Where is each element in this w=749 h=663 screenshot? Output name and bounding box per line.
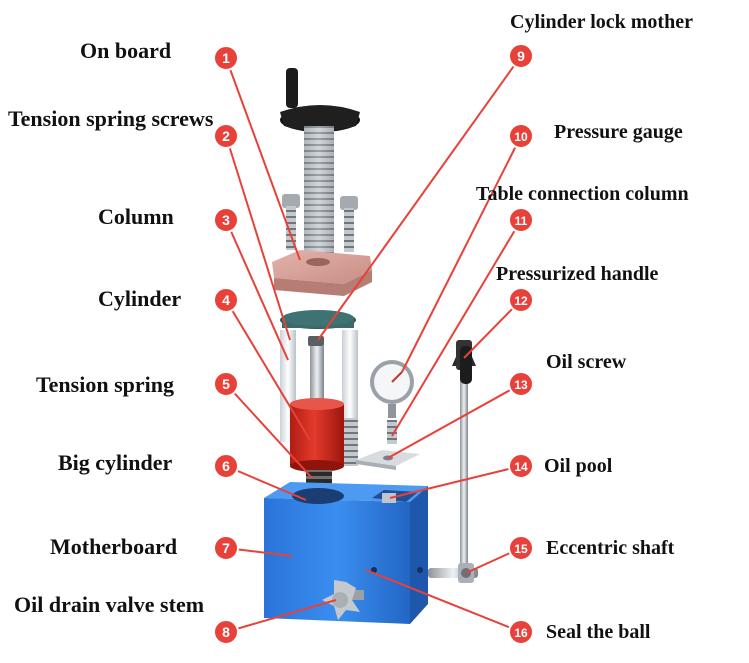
svg-text:12: 12 [514, 294, 528, 308]
svg-text:16: 16 [514, 626, 528, 640]
leader-11 [391, 219, 522, 437]
label-cylinder-lock-mother: Cylinder lock mother [510, 11, 693, 33]
svg-text:2: 2 [222, 128, 230, 144]
svg-text:13: 13 [514, 378, 528, 392]
label-seal-the-ball: Seal the ball [546, 621, 651, 643]
label-eccentric-shaft: Eccentric shaft [546, 537, 675, 559]
leader-1 [225, 57, 301, 261]
svg-text:14: 14 [514, 460, 528, 474]
label-on-board: On board [80, 38, 172, 63]
label-tension-spring: Tension spring [36, 372, 174, 397]
leader-16 [365, 569, 522, 633]
badge-16: 16 [508, 619, 534, 645]
svg-text:1: 1 [222, 50, 230, 66]
cylinder-part [290, 398, 344, 472]
leader-10 [401, 135, 522, 373]
badge-1: 1 [213, 45, 239, 71]
label-pressurized-handle: Pressurized handle [496, 263, 659, 285]
eccentric-shaft-part [428, 563, 478, 583]
svg-text:15: 15 [514, 542, 528, 556]
label-column: Column [98, 204, 174, 229]
table-connection-column-part [387, 420, 397, 444]
leader-6 [225, 465, 307, 501]
leader-12 [463, 299, 522, 359]
badge-13: 13 [508, 371, 534, 397]
badge-7: 7 [213, 535, 239, 561]
top-handwheel-part [280, 68, 360, 256]
leader-5 [225, 383, 313, 479]
label-cylinder: Cylinder [98, 286, 182, 311]
badge-2: 2 [213, 123, 239, 149]
svg-text:3: 3 [222, 212, 230, 228]
leader-3 [225, 219, 289, 361]
label-motherboard: Motherboard [50, 534, 178, 559]
tension-spring-screws-part [282, 194, 358, 252]
leader-9 [317, 55, 522, 341]
leader-13 [387, 383, 522, 459]
motherboard-part [264, 482, 428, 624]
badge-11: 11 [508, 207, 534, 233]
svg-text:4: 4 [222, 292, 230, 308]
leader-14 [389, 465, 522, 499]
label-oil-screw: Oil screw [546, 351, 627, 373]
svg-text:5: 5 [222, 376, 230, 392]
number-badges: 1 2 3 4 5 6 7 8 9 10 11 12 13 14 15 16 [213, 43, 534, 645]
badge-9: 9 [508, 43, 534, 69]
leader-4 [225, 299, 311, 441]
badge-15: 15 [508, 535, 534, 561]
badge-8: 8 [213, 619, 239, 645]
svg-text:7: 7 [222, 540, 230, 556]
badge-10: 10 [508, 123, 534, 149]
badge-3: 3 [213, 207, 239, 233]
label-big-cylinder: Big cylinder [58, 450, 173, 475]
label-oil-pool: Oil pool [544, 455, 613, 477]
on-board-plate-part [272, 250, 372, 296]
oil-screw-part [356, 450, 420, 470]
badge-12: 12 [508, 287, 534, 313]
label-table-connection-column: Table connection column [476, 183, 689, 205]
piston-rod-part [310, 346, 324, 402]
label-tension-spring-screws: Tension spring screws [8, 106, 214, 131]
badge-14: 14 [508, 453, 534, 479]
badge-5: 5 [213, 371, 239, 397]
svg-text:10: 10 [514, 130, 528, 144]
svg-text:9: 9 [517, 48, 525, 64]
leader-2 [225, 135, 291, 341]
svg-text:11: 11 [515, 214, 528, 228]
label-pressure-gauge: Pressure gauge [554, 121, 683, 143]
oil-drain-valve-stem-part [322, 580, 364, 620]
label-oil-drain-valve-stem: Oil drain valve stem [14, 592, 205, 617]
svg-text:6: 6 [222, 458, 230, 474]
leader-8 [225, 599, 337, 633]
svg-text:8: 8 [222, 624, 230, 640]
badge-6: 6 [213, 453, 239, 479]
badge-4: 4 [213, 287, 239, 313]
pressurized-handle-part [452, 340, 476, 570]
